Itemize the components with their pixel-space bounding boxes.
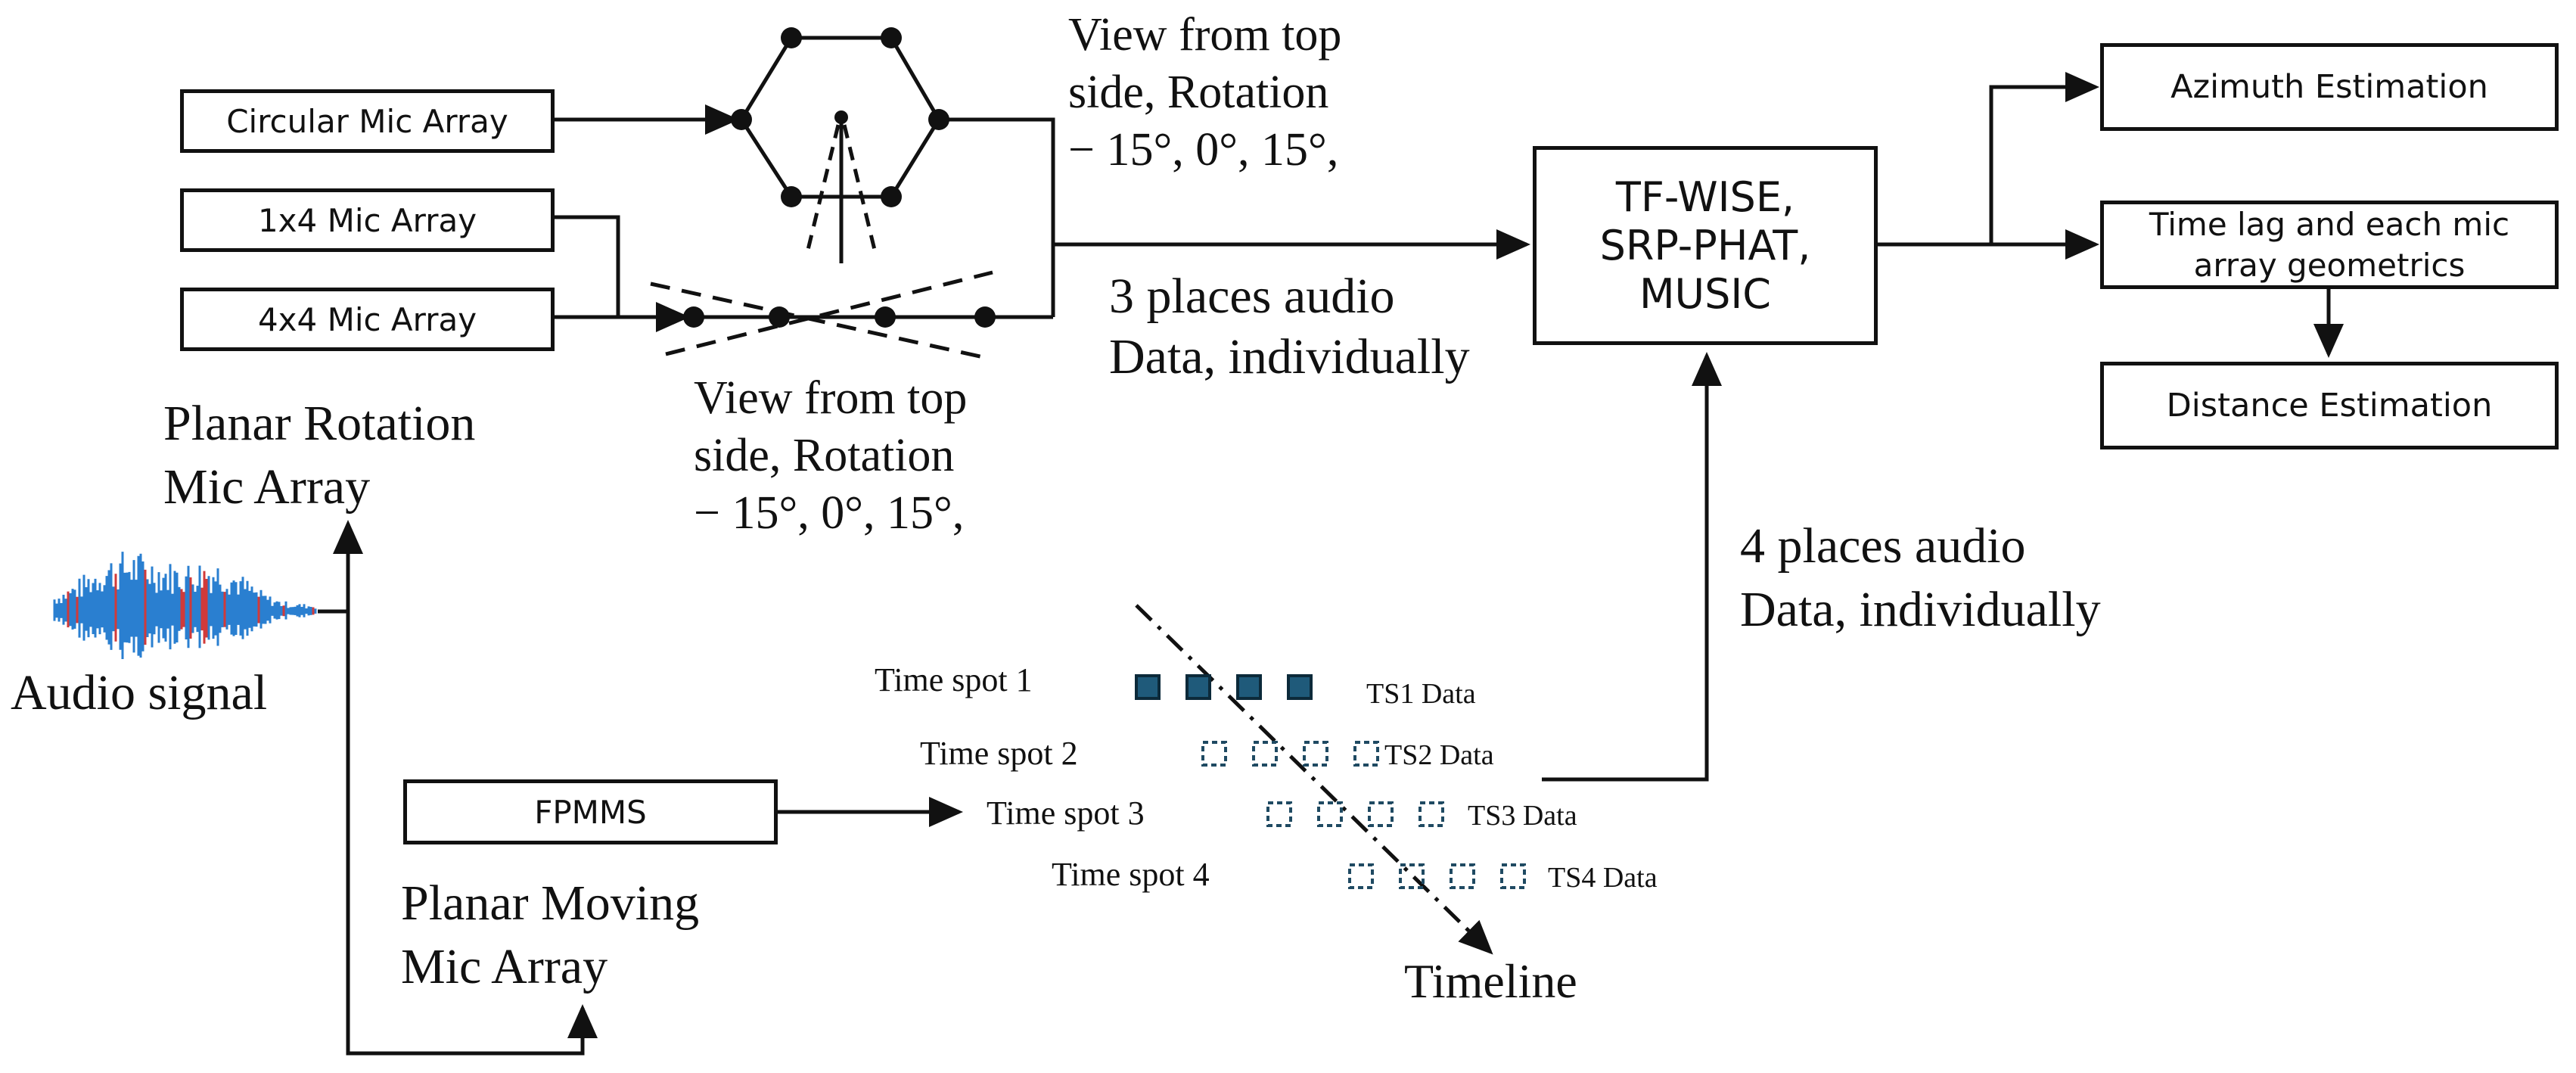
time-lag-geometrics-box: Time lag and each mic array geometrics — [2100, 201, 2559, 289]
audio-signal-label: Audio signal — [11, 665, 268, 720]
mic-square — [1368, 801, 1394, 827]
mic-array-1x4-box: 1x4 Mic Array — [180, 188, 555, 252]
mic-square — [1236, 674, 1262, 700]
ts-data-label: TS2 Data — [1384, 739, 1494, 771]
mic-array-4x4-box: 4x4 Mic Array — [180, 288, 555, 351]
mic-square — [1287, 674, 1313, 700]
mic-square — [1348, 863, 1374, 889]
mic-square — [1185, 674, 1211, 700]
planar-rotation-label: Planar Rotation Mic Array — [163, 396, 476, 515]
timeline-arrow — [1135, 604, 1493, 955]
circular-mic-array-box: Circular Mic Array — [180, 89, 555, 153]
mic-square — [1450, 863, 1475, 889]
three-places-label: 3 places audio Data, individually — [1109, 269, 1470, 384]
azimuth-estimation-box: Azimuth Estimation — [2100, 43, 2559, 131]
time-spot-label: Time spot 4 — [1052, 856, 1210, 893]
four-places-label: 4 places audio Data, individually — [1740, 518, 2101, 637]
ts-data-label: TS4 Data — [1548, 862, 1658, 894]
mic-square — [1500, 863, 1526, 889]
mic-square — [1266, 801, 1292, 827]
time-spot-label: Time spot 1 — [875, 661, 1033, 698]
mic-square — [1303, 741, 1328, 767]
linear-array-merge-connector — [555, 215, 690, 332]
view-top-label-lower: View from top side, Rotation − 15°, 0°, … — [694, 372, 968, 539]
time-spot-mic-squares — [1135, 674, 1526, 889]
linear-mic-array-icon — [650, 270, 1053, 359]
ts-data-label: TS3 Data — [1468, 800, 1577, 832]
fpmms-box: FPMMS — [403, 779, 778, 844]
mic-square — [1419, 801, 1444, 827]
audio-signal-split-connector — [318, 520, 598, 1056]
mic-square — [1201, 741, 1227, 767]
planar-moving-label: Planar Moving Mic Array — [401, 876, 700, 994]
rotation-merge-connector — [939, 117, 1530, 317]
timeline-label: Timeline — [1404, 954, 1577, 1008]
algorithms-box: TF-WISE, SRP-PHAT, MUSIC — [1533, 146, 1878, 345]
ts-data-label: TS1 Data — [1366, 678, 1476, 710]
hexagon-mic-array-icon — [731, 27, 949, 263]
audio-waveform-icon — [53, 552, 317, 660]
mic-square — [1317, 801, 1343, 827]
four-places-connector — [1542, 352, 1722, 782]
time-spot-label: Time spot 2 — [920, 735, 1078, 772]
time-spot-label: Time spot 3 — [987, 795, 1145, 832]
output-connectors — [1878, 72, 2344, 358]
distance-estimation-box: Distance Estimation — [2100, 362, 2559, 449]
mic-square — [1353, 741, 1379, 767]
mic-square — [1252, 741, 1278, 767]
view-top-label-upper: View from top side, Rotation − 15°, 0°, … — [1068, 9, 1342, 176]
mic-square — [1399, 863, 1425, 889]
mic-square — [1135, 674, 1161, 700]
